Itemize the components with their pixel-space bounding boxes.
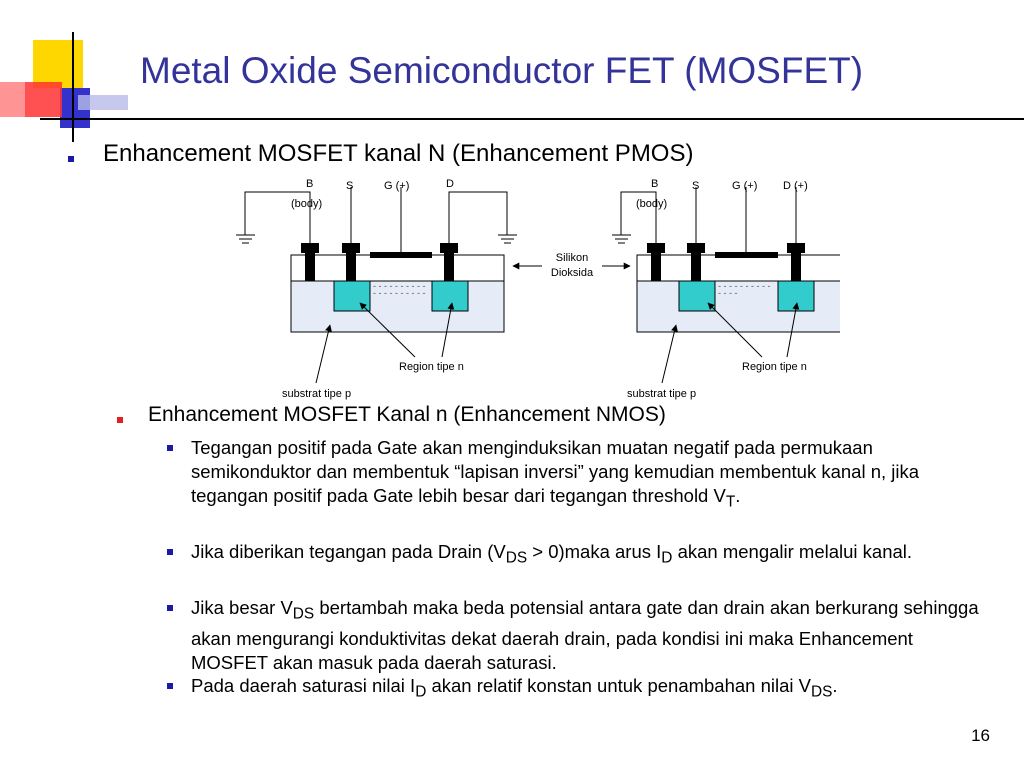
- bullet-marker: [167, 445, 173, 451]
- oxide-right: [636, 254, 840, 282]
- label-body-right: (body): [636, 198, 667, 210]
- bullet-heading-1: Enhancement MOSFET kanal N (Enhancement …: [103, 140, 694, 167]
- label-g-left: G (+): [384, 180, 409, 192]
- label-b-right: B: [651, 178, 658, 190]
- oxide-left: [290, 254, 505, 282]
- bullet-marker: [167, 683, 173, 689]
- yellow-square: [33, 40, 83, 88]
- source-contact-right: [687, 243, 705, 253]
- sub-bullet-2: Jika diberikan tegangan pada Drain (VDS …: [167, 540, 991, 571]
- bullet-marker-red: [117, 417, 123, 423]
- corner-decoration: [0, 32, 140, 142]
- right-mosfet: - - - - - - - - - - - - - - B (body) S G…: [612, 178, 840, 400]
- bullet-marker: [68, 156, 74, 162]
- substrate-label-left: substrat tipe p: [282, 388, 351, 400]
- drain-contact-left: [440, 243, 458, 253]
- body-contact-right: [647, 243, 665, 253]
- bullet-heading-2: Enhancement MOSFET Kanal n (Enhancement …: [148, 403, 666, 426]
- label-g-right: G (+): [732, 180, 757, 192]
- bullet-marker: [167, 549, 173, 555]
- page-title: Metal Oxide Semiconductor FET (MOSFET): [140, 50, 864, 91]
- drain-contact-right: [787, 243, 805, 253]
- label-b-left: B: [306, 178, 313, 190]
- label-d-right: D (+): [783, 180, 808, 192]
- n-region-source-left: [333, 280, 371, 312]
- n-region-drain-left: [431, 280, 469, 312]
- label-s-right: S: [692, 180, 699, 192]
- dashes-left: - - - - - - - - - -: [373, 281, 425, 291]
- oxide-label-1: Silikon: [556, 252, 588, 264]
- label-d-left: D: [446, 178, 454, 190]
- source-contact-left: [342, 243, 360, 253]
- sub-bullet-3: Jika besar VDS bertambah maka beda poten…: [167, 596, 991, 675]
- title-rule: [40, 118, 1024, 120]
- gate-plate-right: [715, 252, 778, 258]
- red-fade: [0, 82, 25, 117]
- label-body-left: (body): [291, 198, 322, 210]
- svg-text:- - - - - - - - - -: - - - - - - - - - -: [373, 288, 425, 298]
- body-contact-left: [301, 243, 319, 253]
- n-region-source-right: [678, 280, 716, 312]
- oxide-label-2: Dioksida: [551, 267, 594, 279]
- gate-plate-left: [370, 252, 432, 258]
- region-label-left: Region tipe n: [399, 361, 464, 373]
- sub-bullet-1: Tegangan positif pada Gate akan mengindu…: [167, 436, 991, 515]
- label-s-left: S: [346, 180, 353, 192]
- left-mosfet: - - - - - - - - - - - - - - - - - - - - …: [236, 178, 517, 400]
- mosfet-diagram: - - - - - - - - - - - - - - - - - - - - …: [236, 178, 840, 400]
- blue-fade: [78, 95, 128, 110]
- svg-text:- - - -: - - - -: [718, 288, 738, 298]
- page-number: 16: [971, 726, 990, 745]
- dashes-right: - - - - - - - - - -: [718, 281, 770, 291]
- substrate-label-right: substrat tipe p: [627, 388, 696, 400]
- region-label-right: Region tipe n: [742, 361, 807, 373]
- bullet-marker: [167, 605, 173, 611]
- sub-bullet-4: Pada daerah saturasi nilai ID akan relat…: [167, 674, 991, 705]
